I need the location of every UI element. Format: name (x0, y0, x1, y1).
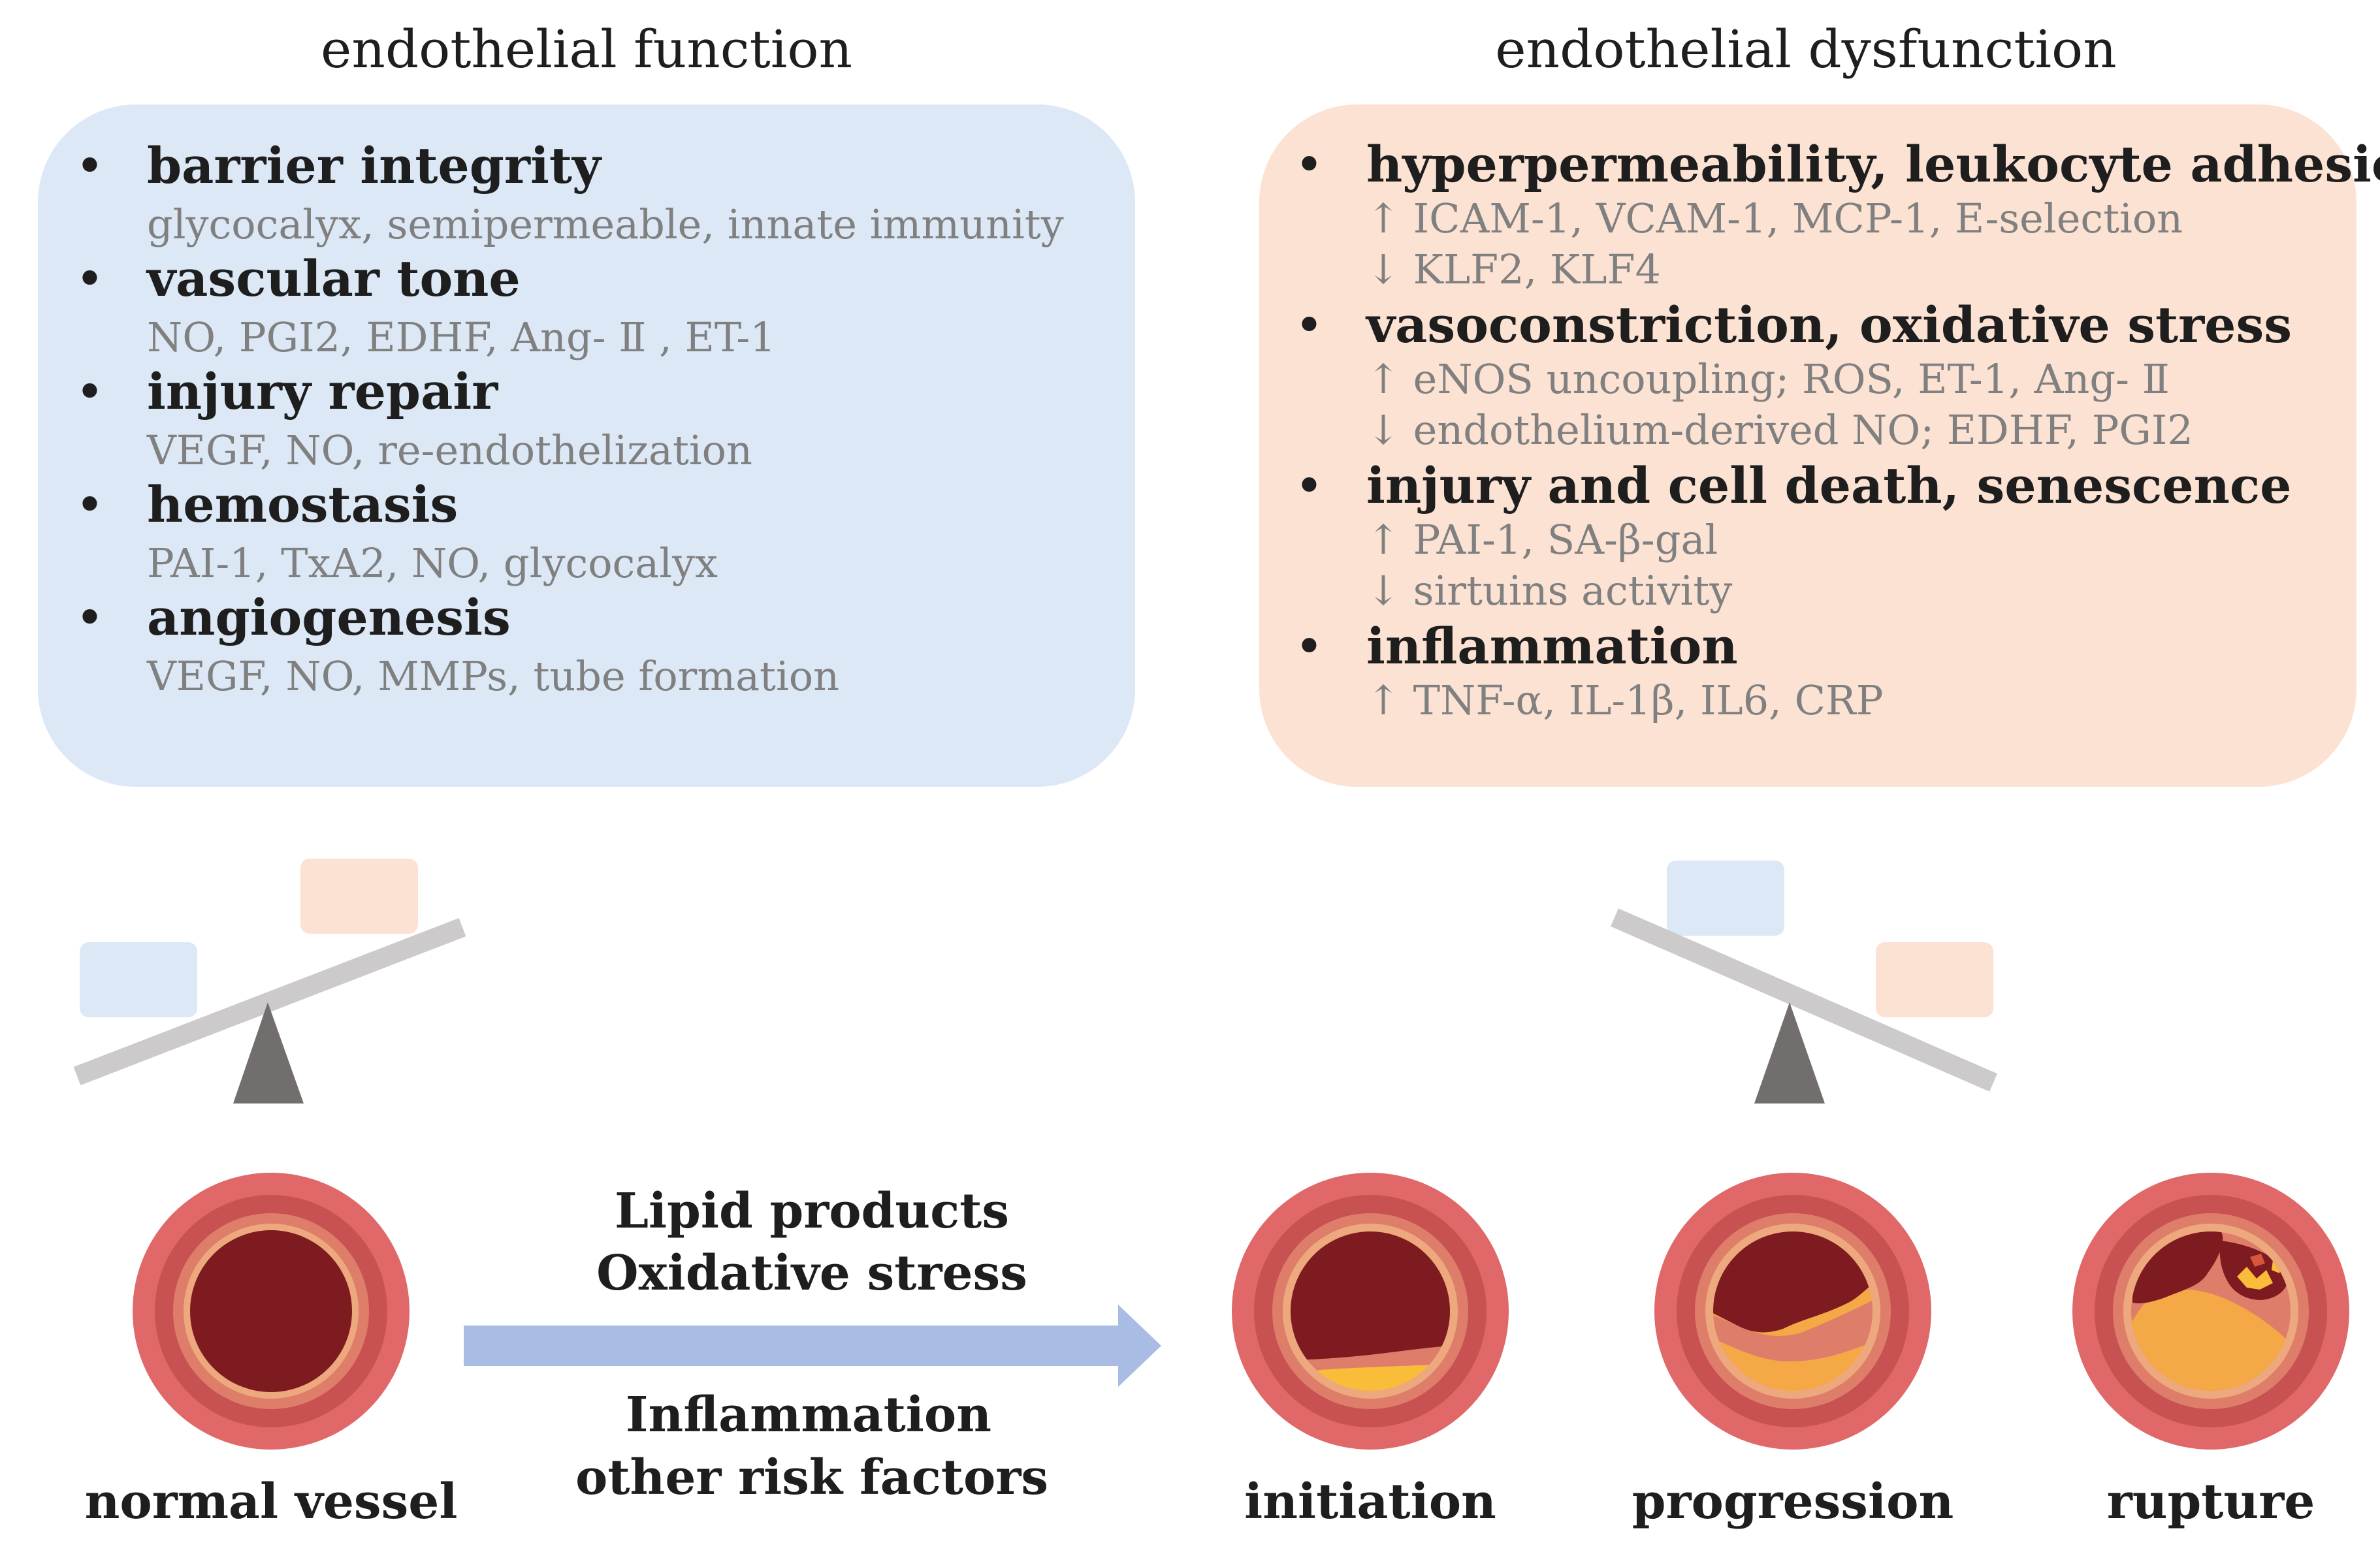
arrow-label-below-1: Inflammation (626, 1387, 991, 1443)
arrow-label-above-2: Oxidative stress (596, 1245, 1027, 1301)
bullet: • (75, 588, 105, 646)
list-item-detail: ↓ KLF2, KLF4 (1366, 246, 1661, 293)
function-panel-title: endothelial function (321, 19, 852, 80)
function-list: • barrier integrity glycocalyx, semipermea… (75, 136, 1064, 700)
balance-scale-left (73, 859, 466, 1103)
list-item-heading: injury and cell death, senescence (1366, 456, 2292, 515)
arrow-head (1118, 1305, 1161, 1387)
vessel-label-progression: progression (1632, 1474, 1954, 1530)
bullet: • (1295, 135, 1324, 193)
vessel-label-rupture: rupture (2107, 1474, 2315, 1530)
plaque (2131, 1289, 2291, 1391)
dysfunction-panel (1259, 104, 2356, 787)
vessel-normal (133, 1173, 410, 1450)
list-item-detail: ↑ PAI-1, SA-β-gal (1366, 516, 1718, 564)
arrow-label-above-1: Lipid products (615, 1183, 1009, 1239)
list-item-detail: VEGF, NO, re-endothelization (146, 426, 752, 474)
dysfunction-list: •hyperpermeability, leukocyte adhesion↑ … (1295, 135, 2380, 724)
list-item-detail: ↓ sirtuins activity (1366, 567, 1732, 614)
vessel-rupture (2072, 1173, 2349, 1450)
list-item-heading: hemostasis (147, 475, 458, 533)
list-item-heading: vasoconstriction, oxidative stress (1365, 296, 2292, 354)
scale-box-dysfunction (1876, 942, 1993, 1017)
vessel-lumen (1713, 1231, 1873, 1333)
progression-arrow (464, 1305, 1161, 1387)
list-item-detail: ↓ endothelium-derived NO; EDHF, PGI2 (1366, 406, 2193, 454)
scale-box-function (1667, 861, 1784, 936)
rupture-debris (2250, 1254, 2265, 1267)
vessel-progression (1654, 1173, 1931, 1450)
list-item-detail: ↑ ICAM-1, VCAM-1, MCP-1, E-selection (1366, 195, 2183, 242)
list-item-detail: VEGF, NO, MMPs, tube formation (146, 652, 839, 700)
bullet: • (1295, 296, 1324, 354)
rupture-debris (2237, 1267, 2273, 1290)
scale-fulcrum (1754, 1002, 1825, 1103)
bullet: • (1295, 617, 1324, 675)
bullet: • (75, 136, 105, 195)
vessel-initiation (1232, 1173, 1509, 1450)
list-item-heading: inflammation (1366, 617, 1738, 675)
function-panel (38, 104, 1135, 787)
arrow-label-below-2: other risk factors (575, 1450, 1048, 1506)
plaque-cap (1713, 1296, 1873, 1361)
list-item-heading: angiogenesis (147, 588, 511, 646)
scale-box-function (80, 942, 197, 1017)
balance-scale-right (1611, 861, 1997, 1103)
arrow-shaft (464, 1326, 1123, 1366)
bullet: • (75, 249, 105, 308)
vessel-label-initiation: initiation (1244, 1474, 1496, 1530)
list-item-heading: vascular tone (146, 249, 521, 308)
bullet: • (75, 362, 105, 421)
list-item-detail: PAI-1, TxA2, NO, glycocalyx (147, 539, 718, 587)
scale-fulcrum (233, 1002, 304, 1103)
bullet: • (75, 475, 105, 533)
list-item-detail: glycocalyx, semipermeable, innate immuni… (147, 200, 1064, 248)
list-item-detail: NO, PGI2, EDHF, Ang- Ⅱ , ET-1 (147, 313, 776, 361)
scale-box-dysfunction (300, 859, 418, 934)
rupture-core (2219, 1241, 2289, 1300)
vessel-lumen (1291, 1231, 1450, 1360)
list-item-heading: hyperpermeability, leukocyte adhesion (1366, 135, 2380, 193)
dysfunction-panel-title: endothelial dysfunction (1495, 19, 2116, 80)
list-item-detail: ↑ eNOS uncoupling; ROS, ET-1, Ang- Ⅱ (1366, 355, 2170, 403)
scale-beam (1611, 908, 1997, 1092)
list-item-detail: ↑ TNF-α, IL-1β, IL6, CRP (1366, 676, 1883, 724)
scale-beam (73, 918, 466, 1085)
list-item-heading: barrier integrity (147, 136, 602, 195)
vessel-label-normal: normal vessel (85, 1474, 458, 1530)
list-item-heading: injury repair (147, 362, 498, 421)
bullet: • (1295, 456, 1324, 515)
vessel-lumen (190, 1230, 352, 1392)
